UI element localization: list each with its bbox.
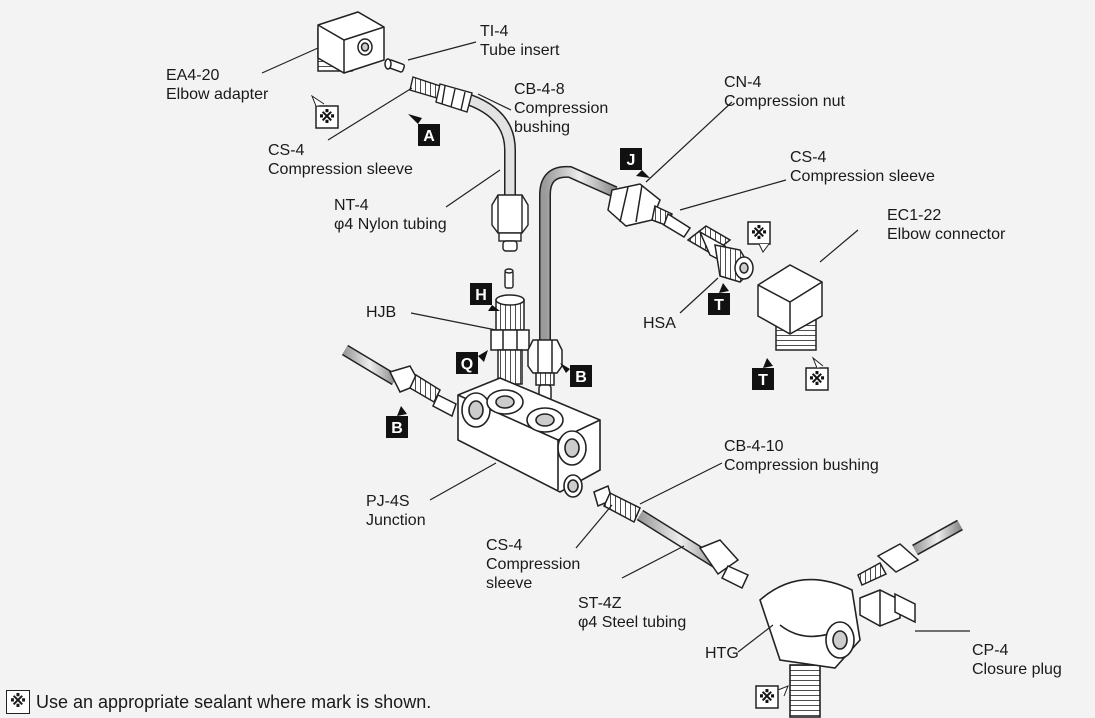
tag-h: H (470, 283, 500, 311)
label-compression-bushing-cb48: CB-4-8 Compression bushing (514, 80, 608, 137)
label-code: CS-4 (486, 537, 523, 554)
right-bushing-part (857, 543, 920, 587)
closure-plug-part (859, 589, 916, 627)
label-text: Compression bushing (724, 457, 879, 474)
svg-text:B: B (575, 369, 587, 386)
sealant-mark-icon: ※ (6, 690, 30, 714)
left-tube-part (341, 344, 399, 386)
label-text: Closure plug (972, 661, 1062, 678)
label-compression-nut: CN-4 Compression nut (724, 73, 845, 111)
sealant-mark-elbow-adapter: ※ (310, 94, 339, 129)
label-compression-sleeve-a: CS-4 Compression sleeve (268, 141, 413, 179)
label-tube-insert: TI-4 Tube insert (480, 22, 559, 60)
label-code: CS-4 (268, 142, 305, 159)
tag-t-elbow: T (752, 358, 774, 390)
tag-b-steel: B (560, 363, 592, 387)
tag-q: Q (456, 350, 488, 374)
left-bushing-part (388, 365, 457, 418)
label-code: CS-4 (790, 149, 827, 166)
tag-a: A (408, 114, 440, 146)
hsa-fitting-part (686, 225, 754, 283)
label-compression-sleeve-b: CS-4 Compression sleeve (790, 148, 935, 186)
label-text: Compression (486, 556, 581, 573)
svg-text:Q: Q (461, 356, 473, 373)
hjb-insert-part (504, 268, 514, 289)
label-elbow-connector: EC1-22 Elbow connector (887, 206, 1005, 244)
label-compression-sleeve-c: CS-4 Compression sleeve (486, 536, 580, 593)
label-code: EA4-20 (166, 67, 220, 84)
label-text: Tube insert (480, 42, 560, 59)
label-closure-plug: CP-4 Closure plug (972, 641, 1062, 679)
elbow-adapter-part (317, 11, 385, 74)
label-steel-tubing: ST-4Z φ4 Steel tubing (578, 594, 686, 632)
tee-part (759, 578, 861, 718)
label-code: CB-4-8 (514, 81, 565, 98)
label-code: PJ-4S (366, 493, 410, 510)
tag-j: J (620, 148, 650, 178)
label-text: sleeve (486, 575, 533, 592)
svg-text:J: J (627, 152, 636, 169)
label-nylon-tubing: NT-4 φ4 Nylon tubing (334, 196, 447, 234)
svg-text:H: H (475, 287, 487, 304)
label-text: Junction (366, 512, 426, 529)
label-elbow-adapter: EA4-20 Elbow adapter (166, 66, 268, 104)
label-code: TI-4 (480, 23, 509, 40)
sealant-mark-tee: ※ (755, 685, 789, 709)
label-tee: HTG (705, 644, 739, 663)
label-hjb: HJB (366, 303, 396, 322)
sealant-note-text: Use an appropriate sealant where mark is… (36, 691, 432, 712)
right-tube-part (912, 519, 963, 556)
tag-t-hsa: T (708, 283, 730, 315)
svg-text:※: ※ (809, 370, 826, 390)
label-code: NT-4 (334, 197, 369, 214)
label-hsa: HSA (643, 314, 676, 333)
label-code: CB-4-10 (724, 438, 784, 455)
label-junction: PJ-4S Junction (366, 492, 426, 530)
label-text: Compression sleeve (790, 168, 935, 185)
label-code: CP-4 (972, 642, 1009, 659)
label-text: Compression nut (724, 93, 845, 110)
tube-insert-part (384, 58, 406, 73)
sealant-mark-hsa: ※ (747, 221, 771, 253)
svg-text:※: ※ (751, 224, 768, 244)
svg-text:※: ※ (319, 108, 336, 128)
label-text: Elbow connector (887, 226, 1006, 243)
tag-b-left: B (386, 406, 408, 438)
leader-lines (261, 41, 970, 653)
label-code: ST-4Z (578, 595, 622, 612)
nylon-tubing-part (409, 76, 529, 252)
svg-text:B: B (391, 420, 403, 437)
hjb-fitting-part (490, 294, 530, 385)
label-text: Compression (514, 100, 609, 117)
label-text: Elbow adapter (166, 86, 269, 103)
cb410-bushing-part (593, 484, 749, 590)
label-text: bushing (514, 119, 571, 136)
label-code: CN-4 (724, 74, 762, 91)
label-compression-bushing-cb410: CB-4-10 Compression bushing (724, 437, 879, 475)
label-text: φ4 Nylon tubing (334, 216, 447, 233)
label-code: HJB (366, 304, 397, 321)
junction-part (457, 377, 601, 498)
svg-text:A: A (423, 128, 435, 145)
steel-tube-nut-part (527, 339, 563, 402)
svg-text:T: T (758, 372, 768, 389)
sealant-note: ※ Use an appropriate sealant where mark … (6, 690, 431, 714)
label-code: HTG (705, 645, 739, 662)
label-text: Compression sleeve (268, 161, 413, 178)
label-code: HSA (643, 315, 676, 332)
compression-nut-part (607, 183, 692, 239)
svg-text:※: ※ (759, 688, 776, 708)
sealant-mark-elbow-connector: ※ (805, 356, 829, 391)
svg-text:T: T (714, 297, 724, 314)
label-code: EC1-22 (887, 207, 942, 224)
label-text: φ4 Steel tubing (578, 614, 687, 631)
elbow-connector-part (757, 264, 823, 351)
steel-tube-bend-part (539, 165, 618, 345)
